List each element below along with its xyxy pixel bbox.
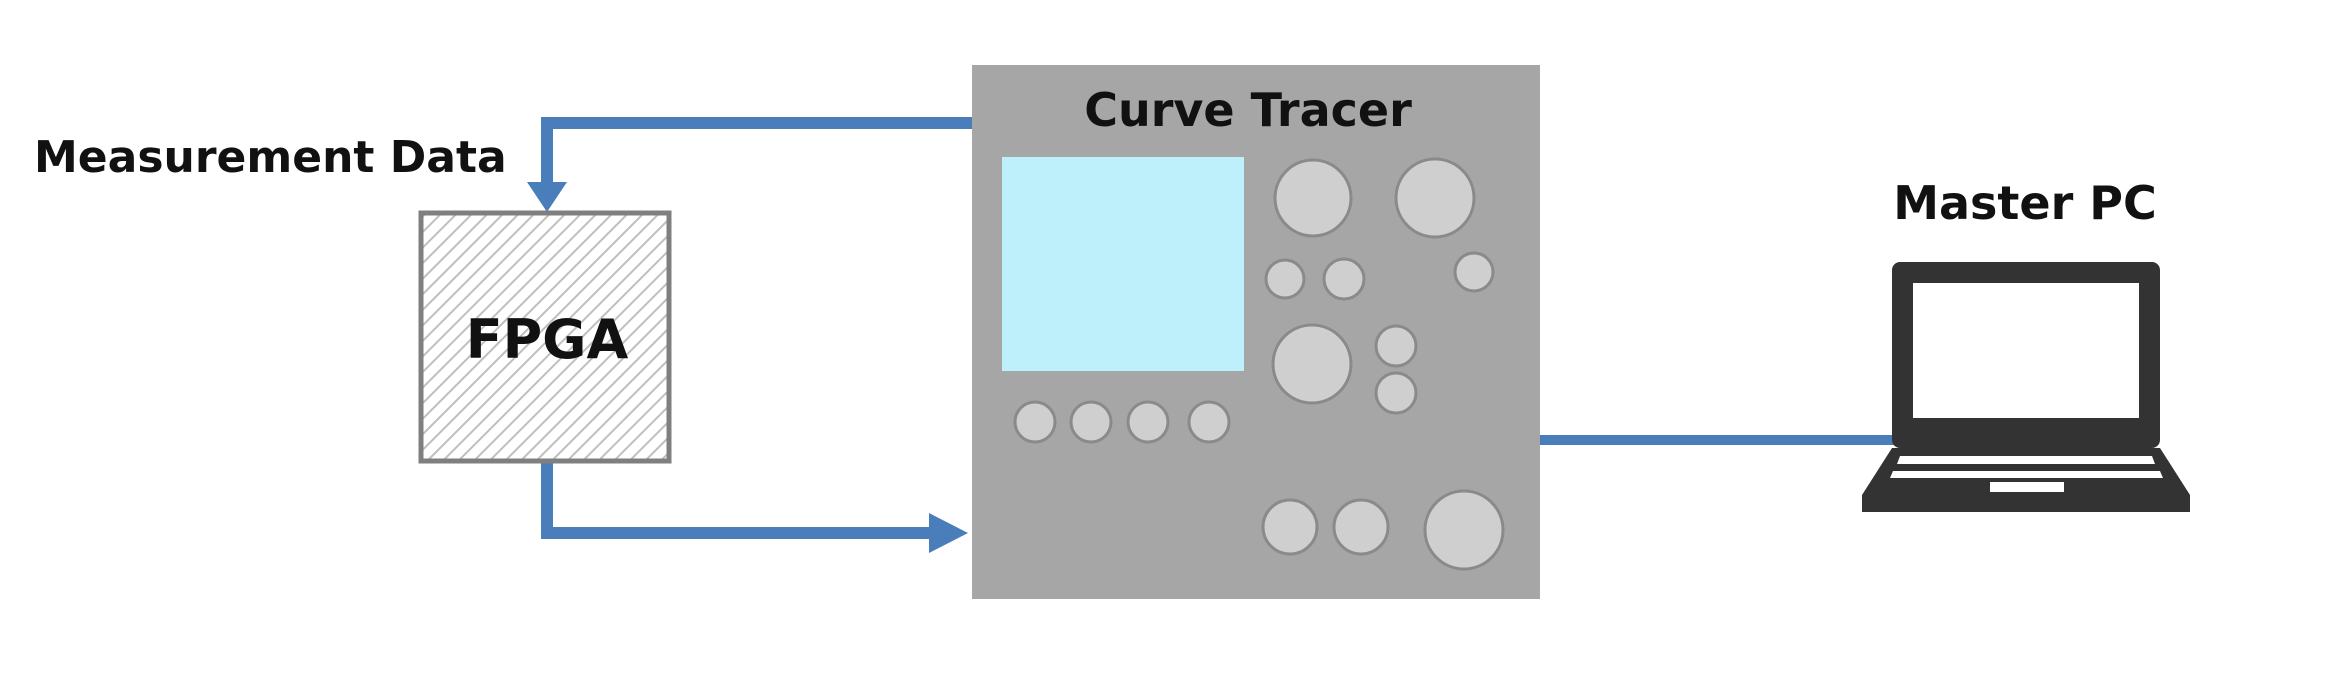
curve-tracer-instrument: Curve Tracer bbox=[972, 65, 1540, 599]
medium-knob bbox=[1332, 498, 1390, 556]
laptop-keyboard-line bbox=[1897, 456, 2155, 464]
medium-knob bbox=[1261, 498, 1319, 556]
small-knob bbox=[1069, 400, 1113, 444]
small-knob bbox=[1013, 400, 1057, 444]
arrowhead-down-icon bbox=[527, 182, 567, 212]
fpga-output-connector bbox=[541, 462, 968, 553]
small-knob bbox=[1453, 251, 1495, 293]
curve-tracer-screen bbox=[1002, 157, 1244, 371]
laptop-icon bbox=[1862, 262, 2190, 512]
fpga-label: FPGA bbox=[466, 308, 629, 371]
arrowhead-right-icon bbox=[929, 513, 968, 553]
large-knob bbox=[1273, 158, 1353, 238]
small-knob bbox=[1374, 324, 1418, 368]
curve-tracer-knobs bbox=[1013, 157, 1505, 571]
small-knob bbox=[1187, 400, 1231, 444]
small-knob bbox=[1264, 258, 1306, 300]
fpga-box bbox=[418, 210, 672, 464]
small-knob bbox=[1322, 257, 1366, 301]
laptop-keyboard-line bbox=[1890, 471, 2163, 478]
measurement-data-connector bbox=[527, 117, 972, 212]
large-knob bbox=[1394, 157, 1476, 239]
curve-tracer-label: Curve Tracer bbox=[1084, 83, 1412, 137]
large-knob bbox=[1423, 489, 1505, 571]
master-pc-label: Master PC bbox=[1893, 176, 2157, 230]
large-knob bbox=[1271, 323, 1353, 405]
fpga-block: FPGA bbox=[418, 210, 672, 464]
measurement-data-label: Measurement Data bbox=[34, 132, 507, 183]
small-knob bbox=[1374, 371, 1418, 415]
laptop-trackpad bbox=[1990, 482, 2064, 492]
small-knob bbox=[1126, 400, 1170, 444]
laptop-display bbox=[1913, 283, 2139, 418]
